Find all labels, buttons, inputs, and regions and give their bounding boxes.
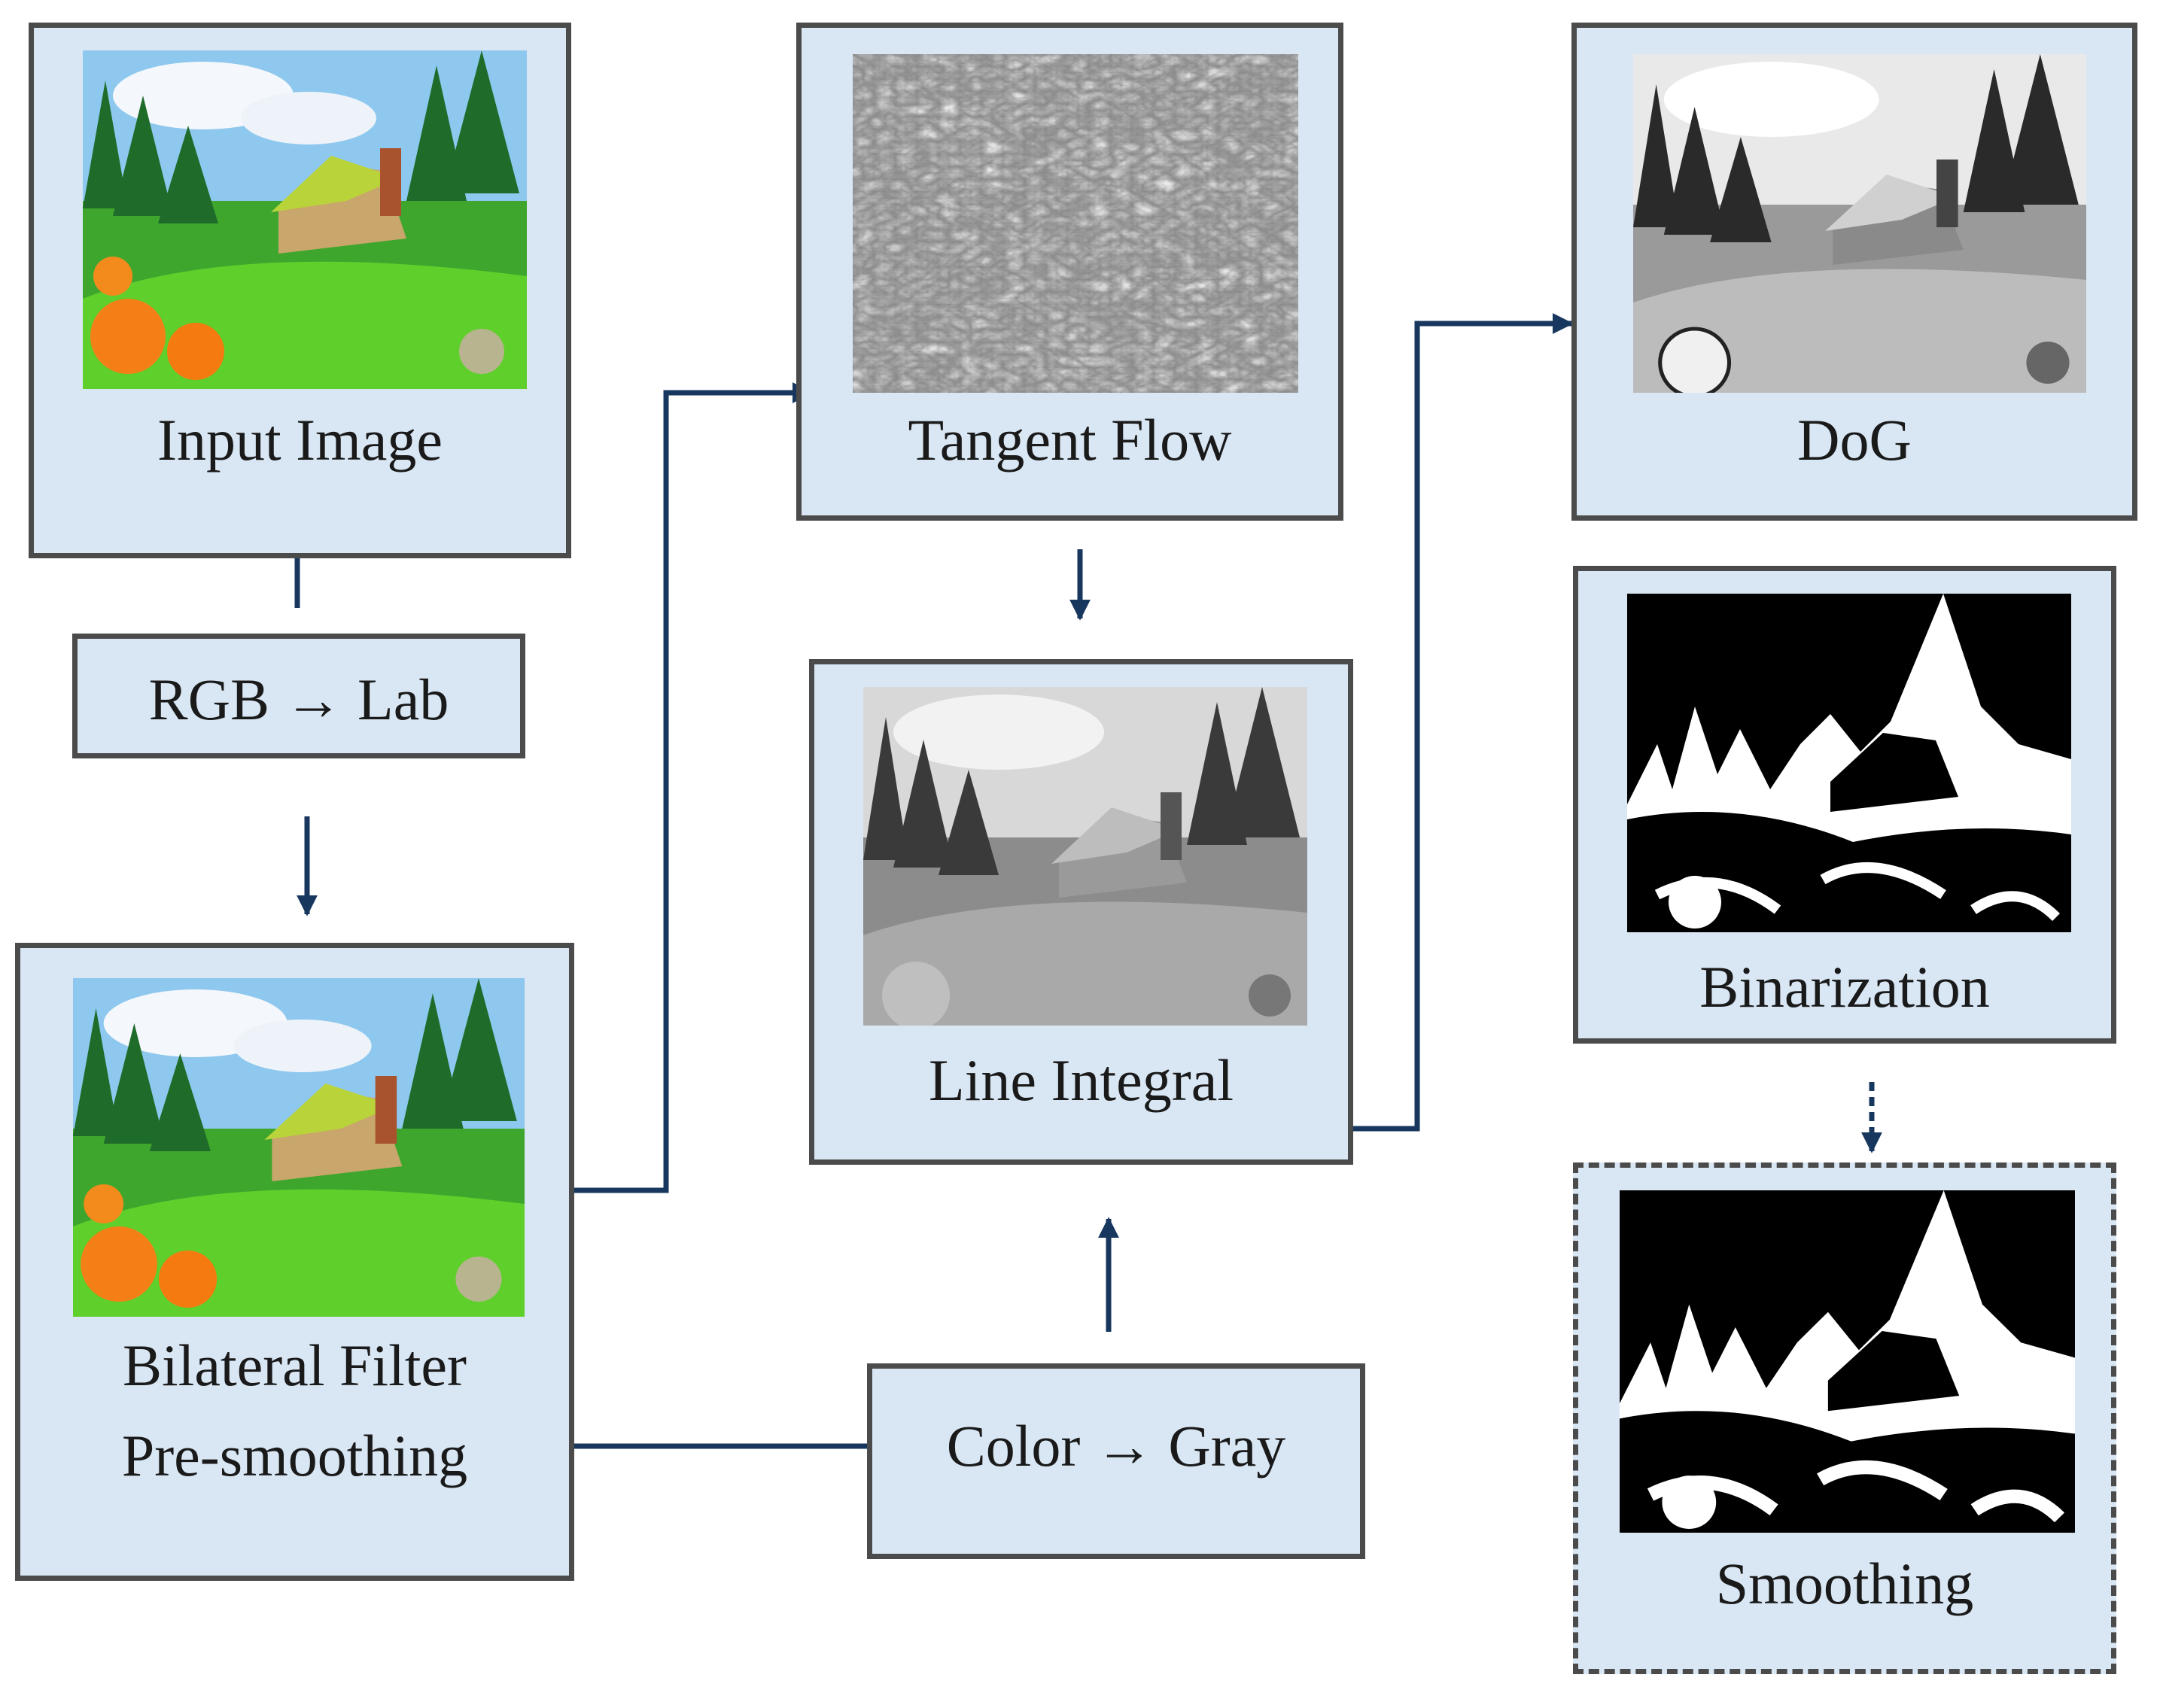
node-dog-label: DoG [1797,407,1912,473]
bilateral-filter-thumbnail [73,978,525,1317]
node-rgb-to-lab: RGB → Lab [72,634,525,758]
binarization-thumbnail [1627,594,2071,932]
node-input-image-label: Input Image [157,407,443,473]
line-integral-thumbnail [863,687,1307,1026]
dog-thumbnail [1633,54,2086,393]
smoothing-thumbnail [1620,1190,2075,1533]
node-tangent-flow: Tangent Flow [796,23,1343,521]
node-rgb-to-lab-label: RGB → Lab [148,667,449,732]
node-smoothing: Smoothing [1573,1162,2116,1674]
node-line-integral: Line Integral [809,659,1353,1165]
node-dog: DoG [1571,23,2137,521]
node-color-to-gray: Color → Gray [867,1363,1365,1559]
node-color-to-gray-label: Color → Gray [946,1413,1286,1479]
input-image-thumbnail [83,50,527,389]
node-line-integral-label: Line Integral [929,1047,1234,1113]
arrow-lineintegral-to-dog [1351,313,1574,1132]
tangent-flow-thumbnail [853,54,1298,393]
node-bilateral-filter-label-line2: Pre-smoothing [121,1423,468,1488]
node-tangent-flow-label: Tangent Flow [908,407,1232,473]
node-smoothing-label: Smoothing [1715,1551,1974,1616]
node-binarization-label: Binarization [1699,954,1990,1020]
arrow-bilateral-to-tangent [561,382,814,1193]
node-bilateral-filter: Bilateral Filter Pre-smoothing [15,943,574,1581]
node-binarization: Binarization [1573,566,2116,1044]
node-bilateral-filter-label-line1: Bilateral Filter [122,1333,467,1398]
node-input-image: Input Image [29,23,571,558]
